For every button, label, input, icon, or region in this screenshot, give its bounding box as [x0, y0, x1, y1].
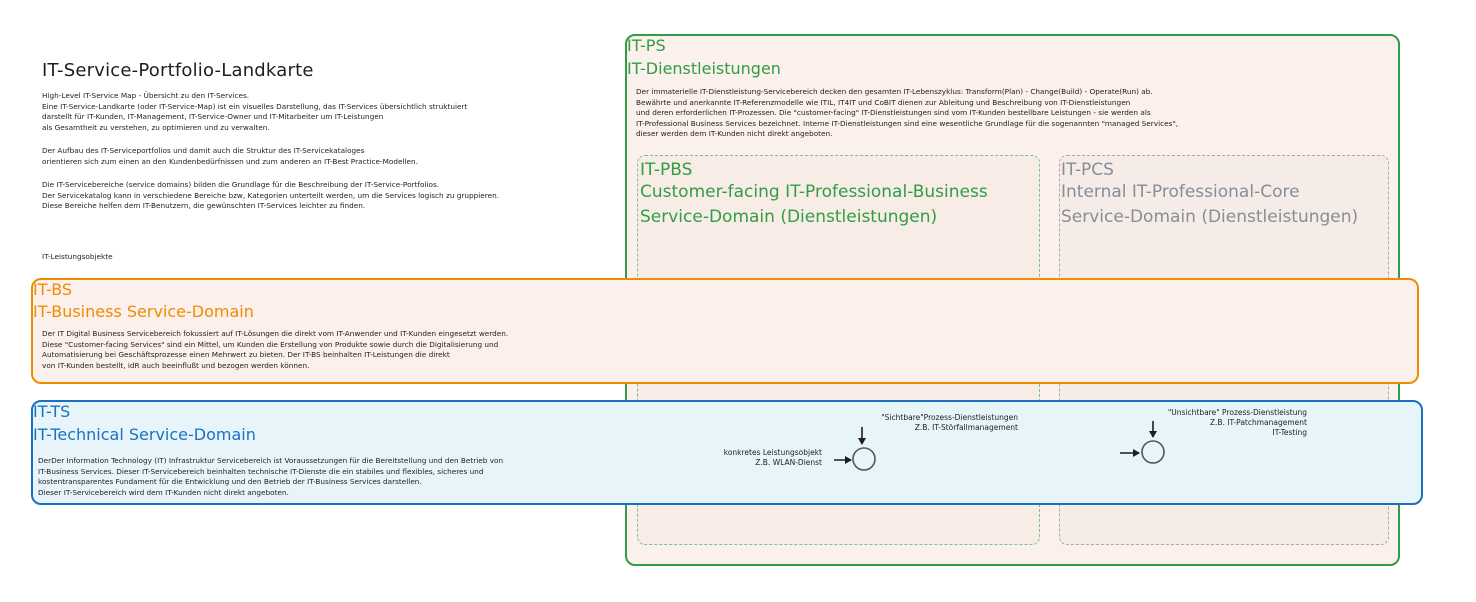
it-ps-name: IT-Dienstleistungen	[627, 59, 781, 78]
invisible-service-legend-label: "Unsichtbare" Prozess-Dienstleistung Z.B…	[1167, 408, 1307, 437]
it-pbs-code: IT-PBS	[640, 160, 693, 180]
overview-paragraph-2: Der Aufbau des IT-Serviceportfolios und …	[42, 146, 418, 166]
visible-service-legend-label: "Sichtbare"Prozess-Dienstleistungen Z.B.…	[881, 413, 1018, 432]
it-pcs-code: IT-PCS	[1061, 160, 1114, 180]
overview-paragraph-3: Die IT-Servicebereiche (service domains)…	[42, 180, 500, 210]
it-ts-description: DerDer Information Technology (IT) Infra…	[38, 456, 504, 497]
page-title: IT-Service-Portfolio-Landkarte	[42, 60, 314, 81]
it-bs-description: Der IT Digital Business Servicebereich f…	[42, 329, 509, 370]
it-ts-domain-box[interactable]	[31, 400, 1423, 505]
it-bs-name: IT-Business Service-Domain	[33, 302, 254, 321]
objects-label: IT-Leistungsobjekte	[42, 252, 113, 261]
it-pcs-name: Internal IT-Professional-Core Service-Do…	[1061, 182, 1359, 227]
overview-paragraph-1: High-Level IT-Service Map - Übersicht zu…	[42, 91, 468, 132]
it-pbs-name: Customer-facing IT-Professional-Business…	[640, 182, 988, 227]
it-ts-name: IT-Technical Service-Domain	[33, 425, 256, 444]
object-legend-label: konkretes Leistungsobjekt Z.B. WLAN-Dien…	[723, 448, 822, 467]
it-ps-description: Der immaterielle IT-Dienstleistung-Servi…	[636, 87, 1179, 138]
it-bs-domain-box[interactable]	[31, 278, 1419, 384]
it-ps-code: IT-PS	[627, 36, 666, 55]
it-bs-code: IT-BS	[33, 280, 73, 299]
it-ts-code: IT-TS	[33, 402, 71, 421]
